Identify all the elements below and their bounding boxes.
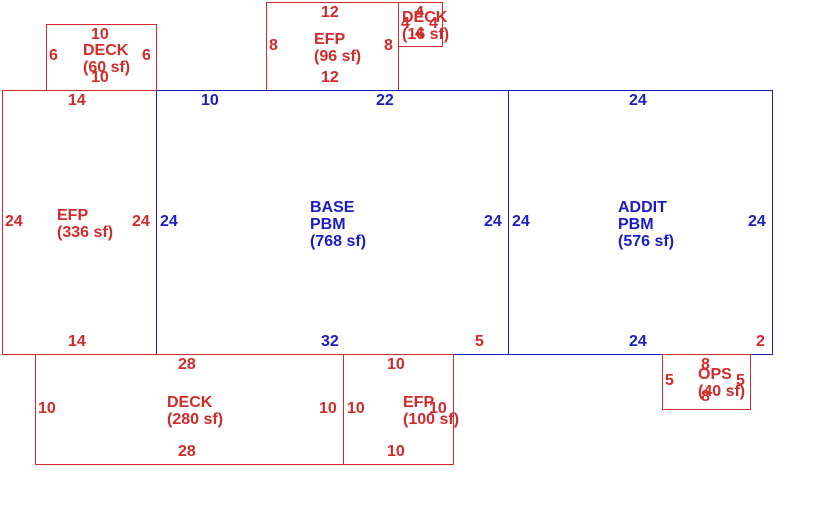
deck-top-left-right-dim: 6: [142, 47, 151, 64]
deck-bottom-name: DECK: [167, 394, 213, 411]
addit-pbm-name-line1: ADDIT: [618, 199, 667, 216]
deck-top-small-bottom-dim: 4: [415, 25, 424, 42]
base-pbm-bottom-dim: 32: [321, 333, 339, 350]
deck-bottom-area: (280 sf): [167, 411, 224, 428]
efp-bottom-right-dim: 10: [429, 400, 447, 417]
deck-top-left-bottom-dim: 10: [91, 69, 109, 86]
deck-top-small-left-dim: 4: [401, 15, 410, 32]
base-pbm-name-line2: PBM: [310, 216, 346, 233]
efp-left-name: EFP: [57, 207, 89, 224]
deck-bottom-right-dim: 10: [319, 400, 337, 417]
efp-top-area: (96 sf): [314, 48, 362, 65]
addit-pbm-area: (576 sf): [618, 233, 675, 250]
ops-top-dim: 8: [701, 356, 710, 373]
deck-top-small-name: DECK: [402, 9, 448, 26]
efp-top-top-dim: 12: [321, 4, 339, 21]
deck-bottom-top-dim: 28: [178, 356, 196, 373]
addit-pbm-right-dim: 24: [748, 213, 766, 230]
efp-bottom-top-dim: 10: [387, 356, 405, 373]
addit-pbm-name-line2: PBM: [618, 216, 654, 233]
efp-left-bottom-dim: 14: [68, 333, 86, 350]
addit-pbm-bottom-right-dim: 2: [756, 333, 765, 350]
deck-top-left-area: (60 sf): [83, 59, 131, 76]
addit-pbm-outline: [508, 90, 773, 355]
deck-top-small-right-dim: 4: [429, 15, 438, 32]
deck-bottom-left-dim: 10: [38, 400, 56, 417]
base-pbm-name-line1: BASE: [310, 199, 355, 216]
base-pbm-left-dim: 24: [160, 213, 178, 230]
deck-top-left-top-dim: 10: [91, 26, 109, 43]
efp-left-area: (336 sf): [57, 224, 114, 241]
efp-left-top-dim: 14: [68, 92, 86, 109]
deck-bottom-bottom-dim: 28: [178, 443, 196, 460]
base-pbm-top-dim: 22: [376, 92, 394, 109]
deck-top-left-name: DECK: [83, 42, 129, 59]
efp-top-name: EFP: [314, 31, 346, 48]
addit-pbm-bottom-dim: 24: [629, 333, 647, 350]
deck-top-left-left-dim: 6: [49, 47, 58, 64]
deck-top-small-area: (16 sf): [402, 26, 450, 43]
ops-area: (40 sf): [698, 383, 746, 400]
base-pbm-bottom-right-dim: 5: [475, 333, 484, 350]
deck-top-small-outline: [398, 2, 443, 47]
efp-left-right-dim: 24: [132, 213, 150, 230]
ops-right-dim: 5: [736, 372, 745, 389]
efp-bottom-outline: [343, 354, 454, 465]
efp-bottom-left-dim: 10: [347, 400, 365, 417]
efp-bottom-area: (100 sf): [403, 411, 460, 428]
efp-top-right-dim: 8: [384, 37, 393, 54]
efp-top-bottom-dim: 12: [321, 69, 339, 86]
ops-left-dim: 5: [665, 372, 674, 389]
deck-top-small-top-dim: 4: [415, 4, 424, 21]
base-pbm-top-left-dim: 10: [201, 92, 219, 109]
efp-top-left-dim: 8: [269, 37, 278, 54]
ops-name: OPS: [698, 366, 732, 383]
ops-outline: [662, 354, 751, 410]
base-pbm-right-dim: 24: [484, 213, 502, 230]
efp-bottom-bottom-dim: 10: [387, 443, 405, 460]
addit-pbm-top-dim: 24: [629, 92, 647, 109]
efp-bottom-name: EFP: [403, 394, 435, 411]
efp-left-left-dim: 24: [5, 213, 23, 230]
base-pbm-area: (768 sf): [310, 233, 367, 250]
addit-pbm-left-dim: 24: [512, 213, 530, 230]
ops-bottom-dim: 8: [701, 388, 710, 405]
